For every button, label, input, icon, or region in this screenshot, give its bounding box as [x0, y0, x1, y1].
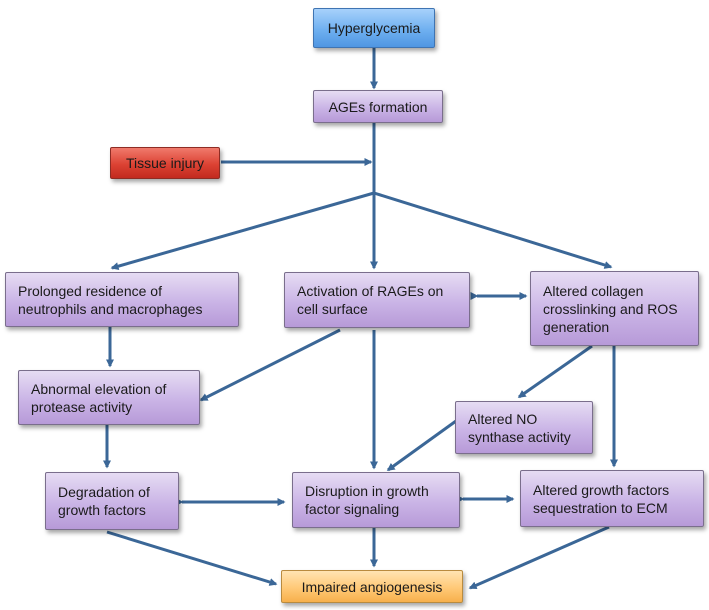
node-tissue-injury-label: Tissue injury	[125, 155, 205, 171]
node-ages-formation: AGEs formation	[313, 90, 443, 123]
arrow-junction-to-prolonged	[110, 191, 375, 271]
arrow-sequestration-to-impaired	[468, 525, 610, 590]
node-hyperglycemia-label: Hyperglycemia	[327, 20, 421, 36]
arrow-junction-to-collagen	[373, 191, 613, 269]
node-protease-activity-label: Abnormal elevation of protease activity	[31, 380, 167, 415]
node-altered-no-synthase-label: Altered NO synthase activity	[468, 410, 571, 445]
node-impaired-angiogenesis-label: Impaired angiogenesis	[301, 578, 443, 595]
arrow-degradation-to-impaired	[106, 530, 278, 586]
node-altered-sequestration-label: Altered growth factors sequestration to …	[533, 481, 670, 516]
node-impaired-angiogenesis: Impaired angiogenesis	[281, 570, 463, 603]
node-altered-sequestration: Altered growth factors sequestration to …	[520, 470, 704, 527]
arrow-collagen-to-no-synthase	[517, 344, 593, 399]
node-degradation-growth-factors-label: Degradation of growth factors	[58, 484, 150, 518]
node-altered-collagen: Altered collagen crosslinking and ROS ge…	[530, 271, 699, 346]
node-tissue-injury: Tissue injury	[110, 147, 220, 179]
node-activation-rages: Activation of RAGEs on cell surface	[284, 272, 470, 328]
arrow-activation-to-protease	[199, 328, 341, 402]
node-prolonged-residence: Prolonged residence of neutrophils and m…	[5, 272, 239, 327]
node-disruption-signaling: Disruption in growth factor signaling	[292, 472, 460, 528]
node-disruption-signaling-label: Disruption in growth factor signaling	[305, 483, 429, 517]
node-prolonged-residence-label: Prolonged residence of neutrophils and m…	[18, 282, 203, 317]
node-altered-collagen-label: Altered collagen crosslinking and ROS ge…	[543, 282, 678, 335]
node-protease-activity: Abnormal elevation of protease activity	[18, 370, 200, 425]
node-ages-formation-label: AGEs formation	[328, 98, 428, 115]
node-altered-no-synthase: Altered NO synthase activity	[455, 401, 593, 454]
node-degradation-growth-factors: Degradation of growth factors	[45, 472, 179, 530]
arrow-no-synthase-to-disruption	[386, 419, 457, 472]
node-hyperglycemia: Hyperglycemia	[313, 8, 435, 48]
node-activation-rages-label: Activation of RAGEs on cell surface	[297, 283, 444, 317]
